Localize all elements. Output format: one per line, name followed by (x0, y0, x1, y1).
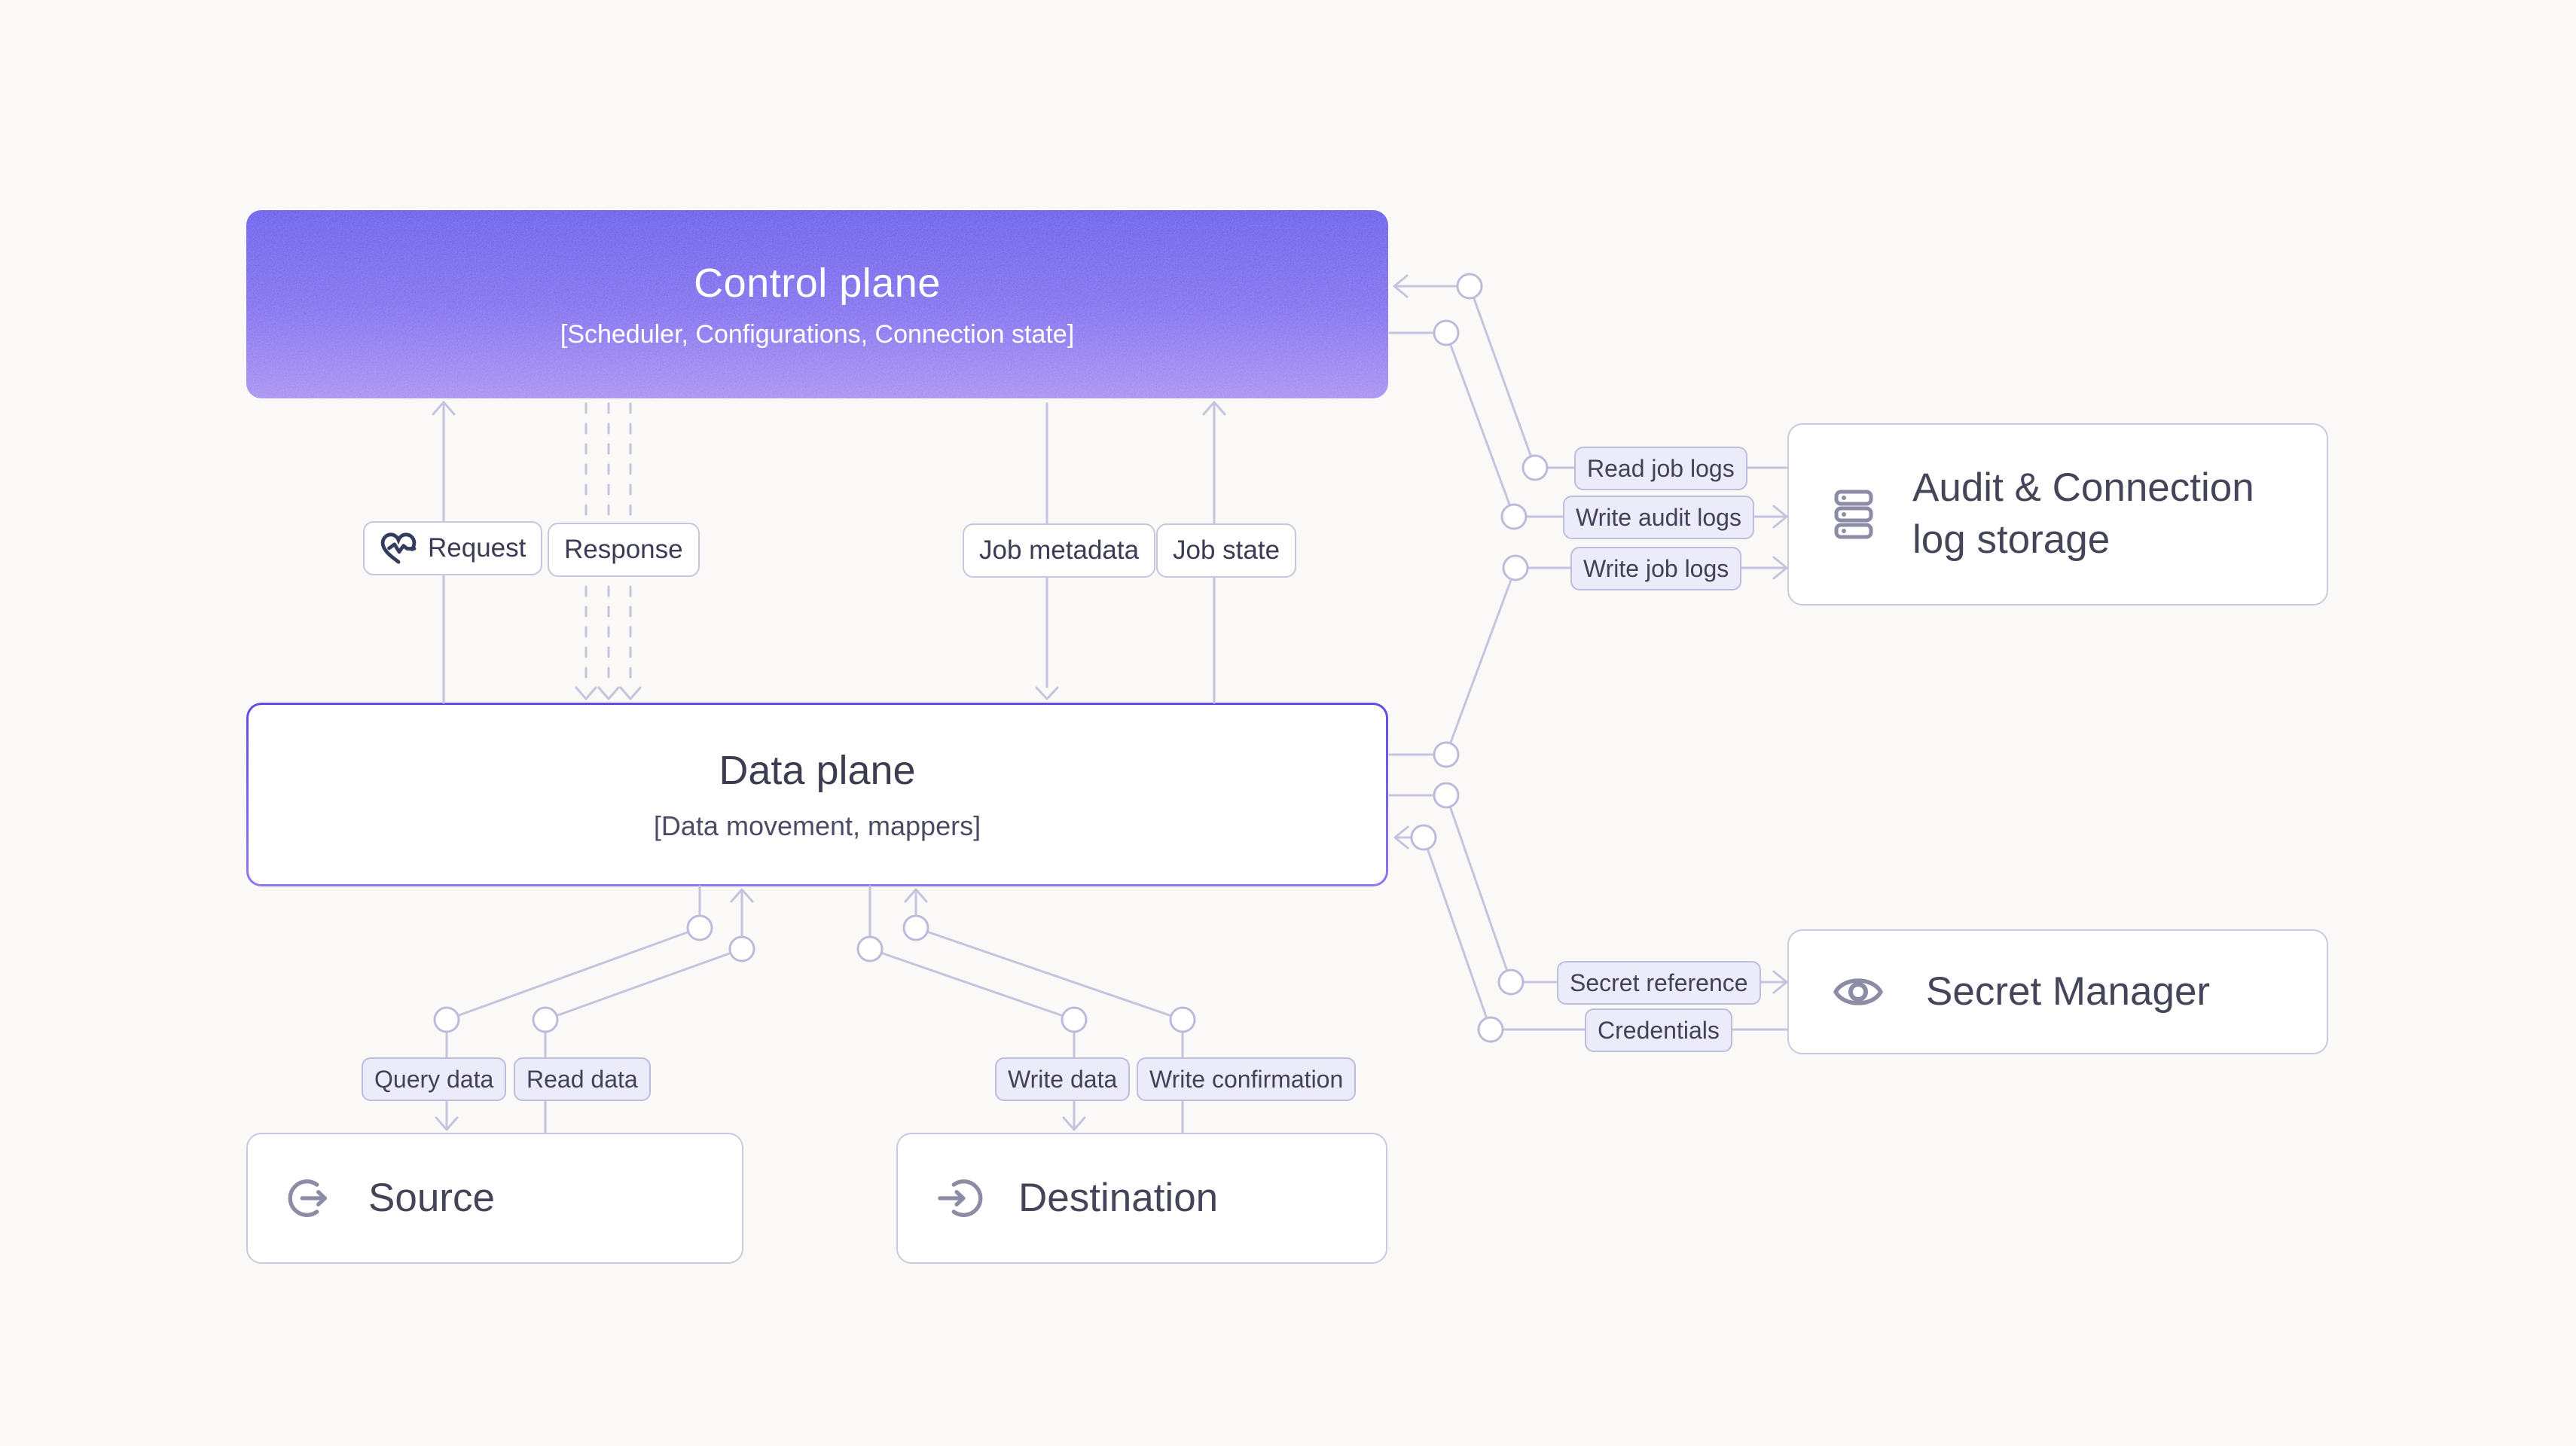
write-confirmation-label: Write confirmation (1149, 1065, 1344, 1093)
control-plane-title: Control plane (694, 260, 941, 306)
heartbeat-icon (380, 532, 417, 564)
sign-out-icon (288, 1179, 328, 1217)
secret-manager-title: Secret Manager (1926, 969, 2211, 1014)
data-plane-node: Data plane [Data movement, mappers] (246, 703, 1388, 886)
write-confirmation-chip: Write confirmation (1137, 1057, 1357, 1101)
response-label: Response (564, 535, 683, 564)
edge-response (575, 402, 642, 700)
credentials-label: Credentials (1598, 1016, 1720, 1044)
control-plane-node: Control plane [Scheduler, Configurations… (246, 210, 1388, 398)
audit-log-storage-node: Audit & Connection log storage (1787, 423, 2328, 606)
request-label: Request (428, 533, 526, 563)
source-title: Source (368, 1175, 495, 1220)
credentials-chip: Credentials (1585, 1008, 1732, 1052)
server-icon (1834, 490, 1873, 539)
read-data-chip: Read data (514, 1057, 651, 1101)
response-chip: Response (548, 523, 700, 577)
edge-read-job-logs (1393, 274, 1788, 469)
read-job-logs-label: Read job logs (1587, 454, 1735, 482)
data-plane-title: Data plane (719, 748, 916, 793)
audit-log-storage-title: Audit & Connection log storage (1912, 465, 2254, 562)
secret-reference-label: Secret reference (1570, 969, 1748, 996)
junction-dots (433, 273, 1549, 1043)
eye-icon (1833, 978, 1883, 1005)
job-state-label: Job state (1173, 535, 1280, 565)
job-metadata-chip: Job metadata (963, 523, 1156, 578)
write-audit-logs-chip: Write audit logs (1563, 496, 1754, 539)
destination-node: Destination (896, 1133, 1387, 1264)
destination-title: Destination (1018, 1175, 1219, 1220)
write-data-chip: Write data (995, 1057, 1131, 1101)
query-data-label: Query data (374, 1065, 494, 1093)
query-data-chip: Query data (362, 1057, 507, 1101)
source-node: Source (246, 1133, 743, 1264)
request-chip: Request (363, 521, 543, 575)
data-plane-subtitle: [Data movement, mappers] (653, 810, 981, 841)
job-metadata-label: Job metadata (979, 535, 1140, 565)
sign-in-icon (938, 1179, 983, 1217)
write-job-logs-chip: Write job logs (1570, 547, 1742, 590)
write-job-logs-label: Write job logs (1583, 554, 1729, 582)
write-data-label: Write data (1008, 1065, 1118, 1093)
job-state-chip: Job state (1156, 523, 1297, 578)
secret-reference-chip: Secret reference (1557, 961, 1761, 1005)
read-data-label: Read data (526, 1065, 638, 1093)
secret-manager-node: Secret Manager (1787, 929, 2328, 1054)
write-audit-logs-label: Write audit logs (1576, 503, 1741, 531)
noise-texture (246, 210, 1388, 398)
read-job-logs-chip: Read job logs (1574, 447, 1747, 490)
control-plane-subtitle: [Scheduler, Configurations, Connection s… (560, 319, 1075, 349)
